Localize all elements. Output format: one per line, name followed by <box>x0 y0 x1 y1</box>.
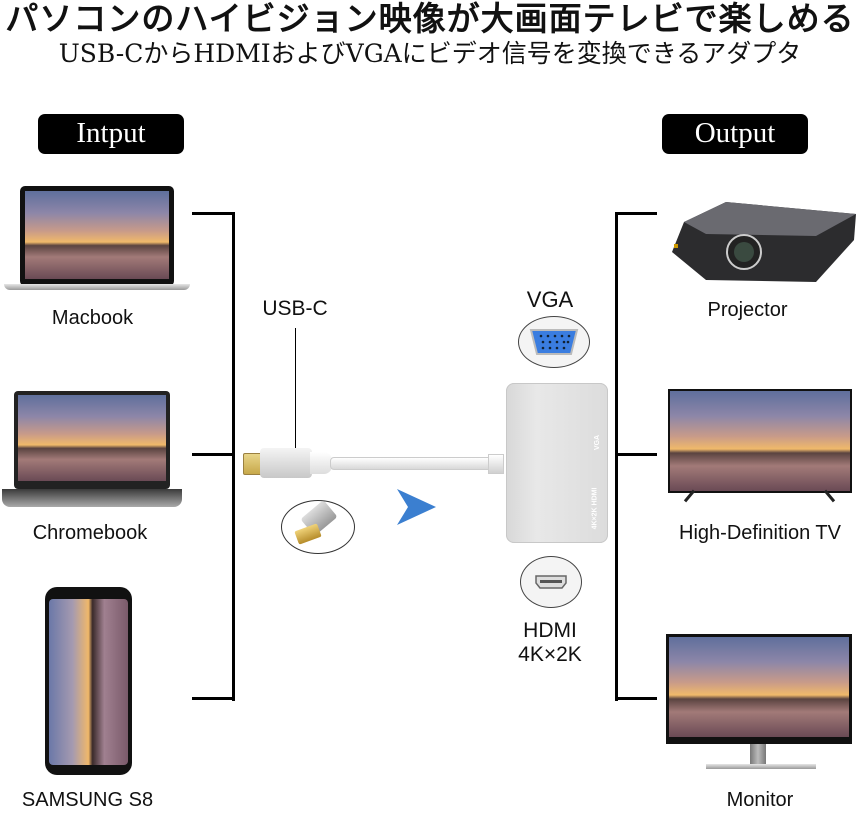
hdmi-resolution: 4K×2K <box>518 643 582 666</box>
laptop-icon <box>14 391 170 489</box>
page-title: パソコンのハイビジョン映像が大画面テレビで楽しめる <box>5 0 855 38</box>
cable <box>330 457 492 470</box>
page-subtitle: USB-CからHDMIおよびVGAにビデオ信号を変換できるアダプタ <box>58 39 802 68</box>
connector-line <box>615 697 657 700</box>
vga-port-icon <box>518 316 590 368</box>
connector-line <box>192 453 235 456</box>
adapter-hdmi-text: 4K×2K HDMI <box>591 487 599 530</box>
chromebook-device <box>2 391 182 509</box>
device-label: Chromebook <box>32 522 148 544</box>
laptop-icon <box>20 186 174 286</box>
monitor-icon <box>666 634 852 774</box>
device-label: Projector <box>707 299 788 321</box>
connector-line <box>192 212 235 215</box>
connector-line <box>615 212 618 701</box>
arrow-right-icon <box>397 489 436 525</box>
adapter-vga-text: VGA <box>594 434 602 451</box>
device-label: High-Definition TV <box>679 522 841 544</box>
usb-c-detail-icon <box>281 500 355 554</box>
input-tag: Intput <box>38 114 184 154</box>
connector-line <box>192 697 235 700</box>
adapter-body: VGA 4K×2K HDMI <box>506 383 608 543</box>
leader-line <box>295 328 296 448</box>
smartphone-icon <box>45 587 132 775</box>
connector-line <box>615 212 657 215</box>
device-label: Monitor <box>726 789 794 811</box>
usb-c-housing <box>260 448 312 478</box>
vga-label: VGA <box>526 287 574 312</box>
device-label: SAMSUNG S8 <box>21 789 154 811</box>
macbook-device <box>4 186 190 294</box>
connector-line <box>232 212 235 701</box>
tv-icon <box>668 389 854 503</box>
hdmi-port-icon <box>520 556 582 608</box>
device-label: Macbook <box>51 307 134 329</box>
hdmi-label: HDMI <box>523 619 577 642</box>
usb-c-label: USB-C <box>262 297 328 320</box>
output-tag: Output <box>662 114 808 154</box>
projector-icon <box>666 200 858 290</box>
connector-line <box>615 453 657 456</box>
